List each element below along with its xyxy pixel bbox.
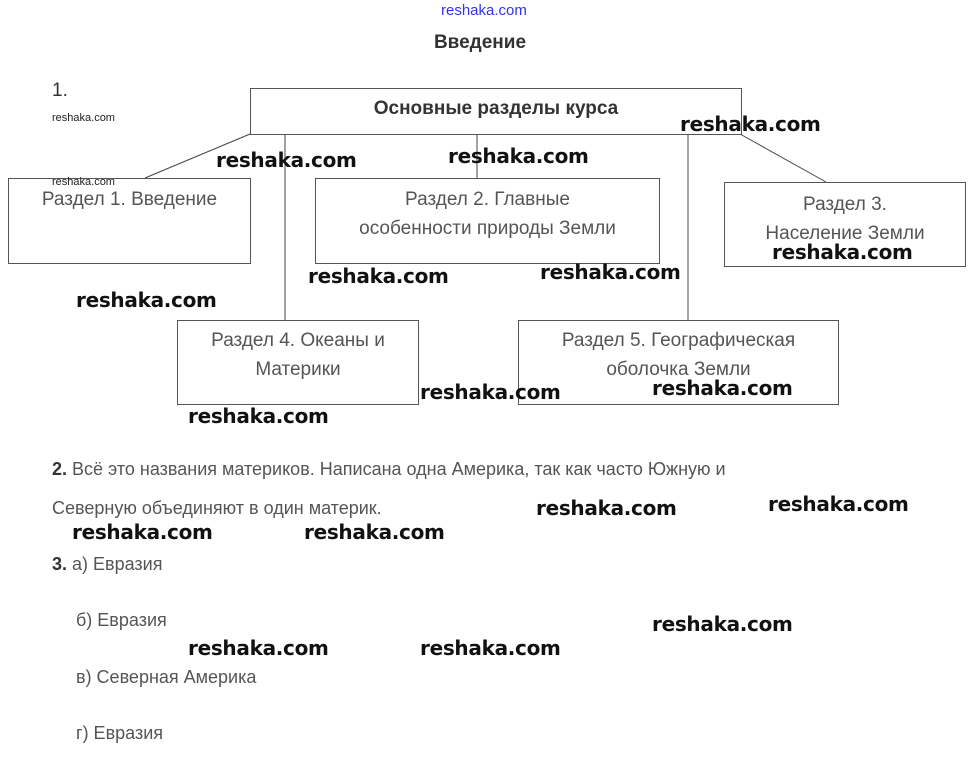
section-1-line-1: Раздел 1. Введение — [41, 189, 218, 210]
section-3-line-2: Население Земли — [765, 223, 925, 244]
task2-line-2: Северную объединяют в один материк. — [52, 498, 382, 518]
section-box-5: Раздел 5. Географическая оболочка Земли — [518, 320, 839, 405]
watermark-small: reshaka.com — [52, 176, 115, 188]
task2-line-1: 2. Всё это названия материков. Написана … — [52, 458, 726, 480]
root-box: Основные разделы курса — [250, 88, 742, 135]
watermark: reshaka.com — [536, 496, 677, 520]
watermark: reshaka.com — [188, 404, 329, 428]
section-5-line-1: Раздел 5. Географическая — [561, 330, 796, 351]
section-box-2: Раздел 2. Главные особенности природы Зе… — [315, 178, 660, 264]
task1-number: 1. — [52, 80, 68, 101]
root-label: Основные разделы курса — [373, 98, 619, 119]
section-box-4: Раздел 4. Океаны и Материки — [177, 320, 419, 405]
page-title: Введение — [433, 32, 527, 53]
section-4-line-1: Раздел 4. Океаны и — [211, 330, 385, 351]
watermark: reshaka.com — [652, 376, 793, 400]
watermark: reshaka.com — [308, 264, 449, 288]
section-2-line-2: особенности природы Земли — [359, 218, 616, 239]
watermark: reshaka.com — [768, 492, 909, 516]
answer-a: а) Евразия — [72, 554, 163, 574]
connector-3 — [739, 133, 827, 183]
watermark: reshaka.com — [680, 112, 821, 136]
section-4-line-2: Материки — [255, 359, 341, 380]
watermark: reshaka.com — [304, 520, 445, 544]
section-box-1: Раздел 1. Введение — [8, 178, 251, 264]
section-2-line-1: Раздел 2. Главные — [405, 189, 570, 210]
watermark: reshaka.com — [188, 636, 329, 660]
task3-number: 3. — [52, 554, 68, 574]
watermark: reshaka.com — [448, 144, 589, 168]
task2-text-1: Всё это названия материков. Написана одн… — [67, 459, 726, 479]
watermark: reshaka.com — [76, 288, 217, 312]
watermark: reshaka.com — [652, 612, 793, 636]
section-3-line-1: Раздел 3. — [803, 194, 887, 215]
task3-answer-b: б) Евразия — [76, 610, 167, 630]
watermark: reshaka.com — [420, 380, 561, 404]
watermark: reshaka.com — [540, 260, 681, 284]
connector-1 — [144, 133, 251, 179]
section-box-3: Раздел 3. Население Земли — [724, 182, 966, 267]
watermark: reshaka.com — [772, 240, 913, 264]
watermark: reshaka.com — [72, 520, 213, 544]
watermark: reshaka.com — [420, 636, 561, 660]
task3-answer-d: г) Евразия — [76, 723, 164, 743]
site-link[interactable]: reshaka.com — [441, 2, 527, 19]
task2-number: 2. — [52, 459, 68, 479]
watermark-small: reshaka.com — [52, 112, 115, 124]
task3-answer-a: 3. а) Евразия — [52, 553, 162, 575]
section-5-line-2: оболочка Земли — [606, 359, 751, 380]
task3-answer-c: в) Северная Америка — [76, 667, 257, 687]
watermark: reshaka.com — [216, 148, 357, 172]
